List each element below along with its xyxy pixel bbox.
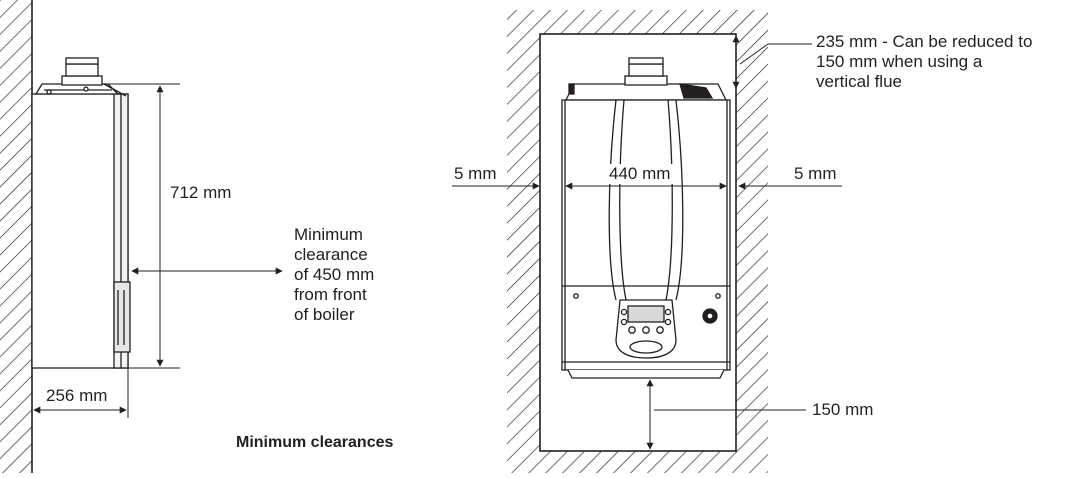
boiler-front-body bbox=[561, 57, 731, 379]
label-440: 440 mm bbox=[606, 164, 674, 184]
top-clearance-line: 235 mm - Can be reduced to bbox=[816, 32, 1033, 51]
top-clearance-line: 150 mm when using a bbox=[816, 52, 983, 71]
top-clearance-leader bbox=[739, 43, 769, 65]
front-clearance-line: Minimum bbox=[294, 225, 363, 244]
label-top-clearance: 235 mm - Can be reduced to 150 mm when u… bbox=[816, 32, 1032, 92]
diagram-title: Minimum clearances bbox=[236, 434, 394, 451]
dim-256 bbox=[33, 368, 129, 418]
alcove-outline bbox=[539, 33, 737, 452]
side-view bbox=[0, 0, 283, 473]
label-right-gap: 5 mm bbox=[794, 164, 837, 183]
label-front-clearance: Minimum clearance of 450 mm from front o… bbox=[294, 225, 374, 325]
front-clearance-line: clearance bbox=[294, 245, 368, 264]
top-clearance-line: vertical flue bbox=[816, 72, 902, 91]
front-clearance-line: of boiler bbox=[294, 305, 355, 324]
dim-712 bbox=[108, 83, 180, 369]
side-wall-hatch bbox=[0, 0, 32, 473]
label-bottom-clearance: 150 mm bbox=[812, 400, 874, 419]
label-712: 712 mm bbox=[170, 183, 232, 202]
alcove-hatch bbox=[507, 10, 768, 473]
label-256: 256 mm bbox=[46, 386, 108, 405]
label-left-gap: 5 mm bbox=[454, 164, 497, 183]
front-clearance-line: from front bbox=[294, 285, 367, 304]
front-clearance-line: of 450 mm bbox=[294, 265, 375, 284]
front-view bbox=[452, 10, 842, 473]
boiler-side-body bbox=[31, 57, 131, 369]
